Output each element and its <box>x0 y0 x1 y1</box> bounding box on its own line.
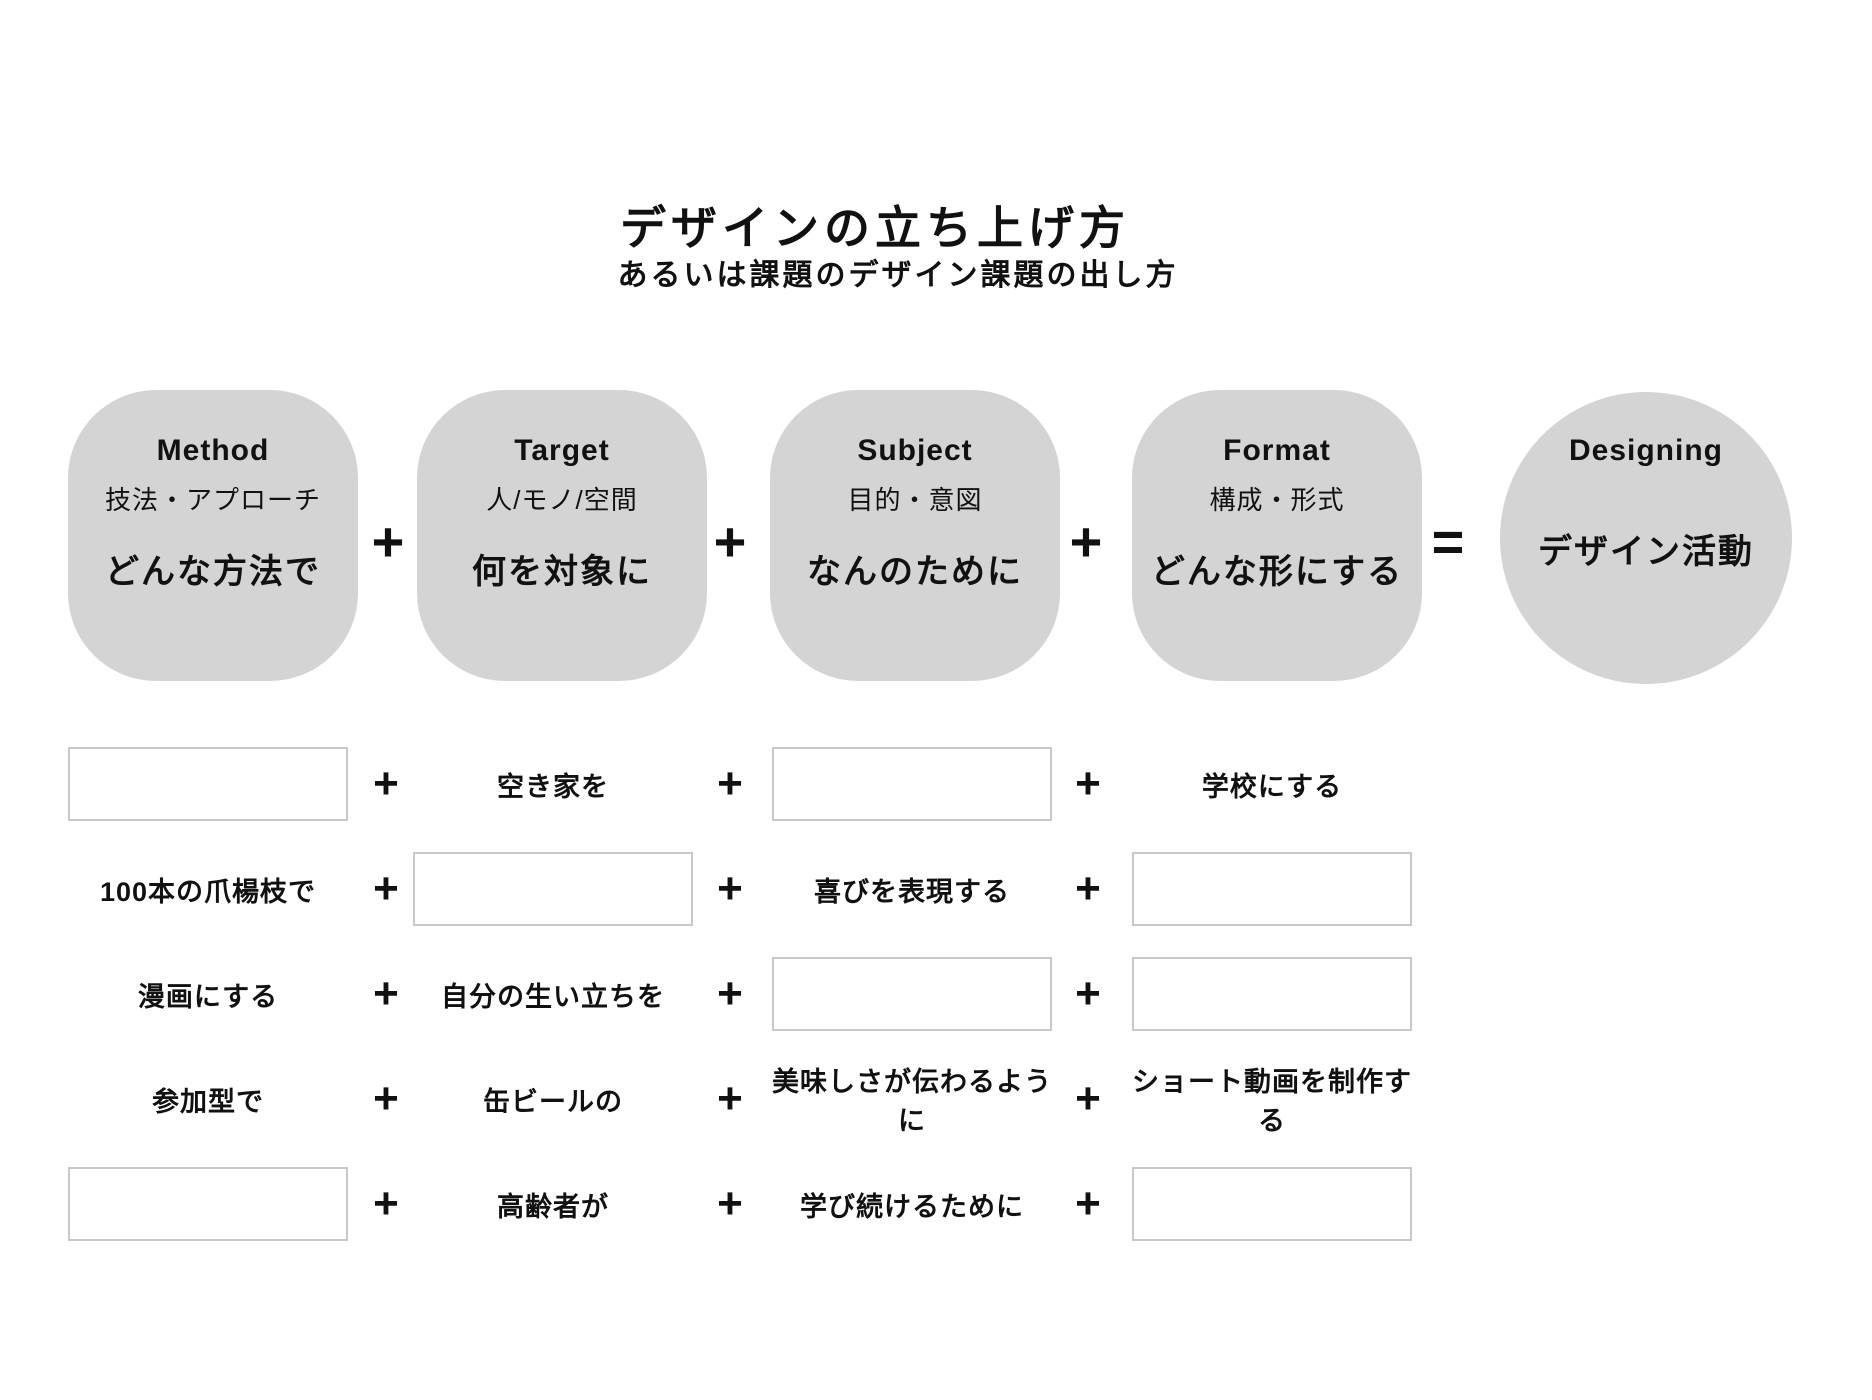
concept-question: 何を対象に <box>472 553 652 591</box>
example-blank-box[interactable] <box>772 957 1052 1031</box>
example-plus-operator: + <box>717 1074 743 1123</box>
concept-card-method: Method 技法・アプローチ どんな方法で <box>68 390 358 681</box>
example-text: ショート動画を制作する <box>1132 1067 1412 1136</box>
concept-category: 構成・形式 <box>1209 485 1345 515</box>
example-text: 空き家を <box>497 771 609 802</box>
concept-category: 人/モノ/空間 <box>486 485 638 515</box>
example-plus-operator: + <box>1075 759 1101 808</box>
example-plus-operator: + <box>373 759 399 808</box>
concept-category: 目的・意図 <box>847 485 983 515</box>
concept-name: Method <box>156 434 270 467</box>
example-text: 参加型で <box>152 1086 264 1117</box>
concept-question: どんな方法で <box>105 553 321 591</box>
example-plus-operator: + <box>373 1179 399 1228</box>
plus-operator: + <box>1069 510 1103 573</box>
example-blank-box[interactable] <box>1132 1167 1412 1241</box>
concept-question: なんのために <box>807 553 1023 591</box>
example-plus-operator: + <box>1075 969 1101 1018</box>
equals-operator: = <box>1431 510 1465 573</box>
slide-subtitle: あるいは課題のデザイン課題の出し方 <box>617 259 1179 292</box>
result-label: デザイン活動 <box>1538 533 1754 571</box>
example-blank-box[interactable] <box>1132 852 1412 926</box>
example-blank-box[interactable] <box>1132 957 1412 1031</box>
example-plus-operator: + <box>717 759 743 808</box>
example-text: 美味しさが伝わるように <box>772 1067 1052 1136</box>
example-plus-operator: + <box>1075 864 1101 913</box>
example-plus-operator: + <box>1075 1179 1101 1228</box>
concept-name: Format <box>1223 434 1331 467</box>
example-plus-operator: + <box>373 864 399 913</box>
concept-card-target: Target 人/モノ/空間 何を対象に <box>417 390 707 681</box>
example-text: 100本の爪楊枝で <box>99 876 317 907</box>
example-text: 喜びを表現する <box>814 876 1010 907</box>
slide-title: デザインの立ち上げ方 <box>620 202 1130 254</box>
example-blank-box[interactable] <box>772 747 1052 821</box>
concept-card-subject: Subject 目的・意図 なんのために <box>770 390 1060 681</box>
plus-operator: + <box>713 510 747 573</box>
concept-card-format: Format 構成・形式 どんな形にする <box>1132 390 1422 681</box>
example-blank-box[interactable] <box>68 1167 348 1241</box>
example-plus-operator: + <box>717 1179 743 1228</box>
concept-category: 技法・アプローチ <box>104 485 321 515</box>
concept-question: どんな形にする <box>1150 553 1404 591</box>
example-text: 学び続けるために <box>800 1191 1024 1222</box>
example-blank-box[interactable] <box>413 852 693 926</box>
example-plus-operator: + <box>373 1074 399 1123</box>
example-text: 高齢者が <box>497 1191 609 1222</box>
example-text: 自分の生い立ちを <box>441 981 665 1012</box>
example-text: 漫画にする <box>137 981 279 1012</box>
example-plus-operator: + <box>373 969 399 1018</box>
example-text: 缶ビールの <box>483 1086 623 1117</box>
plus-operator: + <box>371 510 405 573</box>
concept-name: Target <box>514 434 610 467</box>
example-plus-operator: + <box>717 864 743 913</box>
result-name: Designing <box>1568 434 1723 467</box>
result-circle-designing: Designing デザイン活動 <box>1500 392 1792 684</box>
example-text: 学校にする <box>1201 771 1343 802</box>
concept-name: Subject <box>857 434 973 467</box>
example-blank-box[interactable] <box>68 747 348 821</box>
example-plus-operator: + <box>1075 1074 1101 1123</box>
example-plus-operator: + <box>717 969 743 1018</box>
